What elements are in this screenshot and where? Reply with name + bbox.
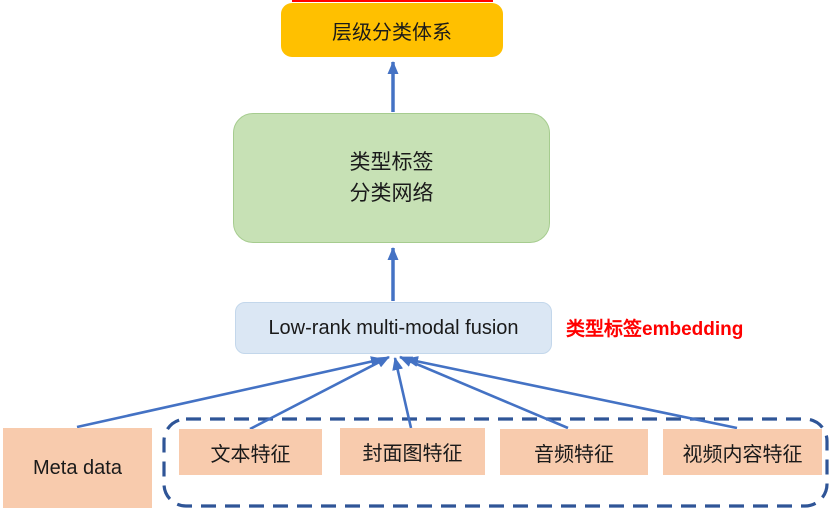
input-audio-label: 音频特征 bbox=[534, 443, 614, 466]
input-box-cover-image-feature: 封面图特征 bbox=[340, 428, 485, 475]
input-text-label: 文本特征 bbox=[210, 443, 291, 466]
classifier-label-line2: 分类网络 bbox=[349, 182, 434, 205]
arrow-cover-to-fusion bbox=[392, 357, 413, 429]
input-video-label: 视频内容特征 bbox=[682, 443, 803, 466]
input-cover-label: 封面图特征 bbox=[362, 443, 463, 465]
arrow-audio-to-fusion bbox=[399, 355, 569, 430]
hierarchy-taxonomy-box: 层级分类体系 bbox=[281, 3, 503, 57]
fusion-label: Low-rank multi-modal fusion bbox=[268, 316, 519, 339]
arrow-video-to-fusion bbox=[405, 356, 738, 430]
embedding-annotation: 类型标签embedding bbox=[566, 319, 744, 340]
hierarchy-taxonomy-label: 层级分类体系 bbox=[332, 21, 452, 44]
input-box-video-content-feature: 视频内容特征 bbox=[663, 429, 822, 475]
input-box-text-feature: 文本特征 bbox=[179, 429, 322, 475]
fusion-box: Low-rank multi-modal fusion bbox=[235, 302, 552, 354]
top-red-strip bbox=[292, 0, 493, 2]
arrow-text-to-fusion bbox=[249, 355, 390, 431]
arrow-meta-to-fusion bbox=[76, 356, 384, 429]
classifier-label-line1: 类型标签 bbox=[349, 151, 434, 174]
input-box-meta-data: Meta data bbox=[3, 428, 152, 508]
classifier-network-box: 类型标签 分类网络 bbox=[233, 113, 550, 243]
input-box-audio-feature: 音频特征 bbox=[500, 429, 648, 475]
input-meta-label: Meta data bbox=[33, 456, 122, 479]
